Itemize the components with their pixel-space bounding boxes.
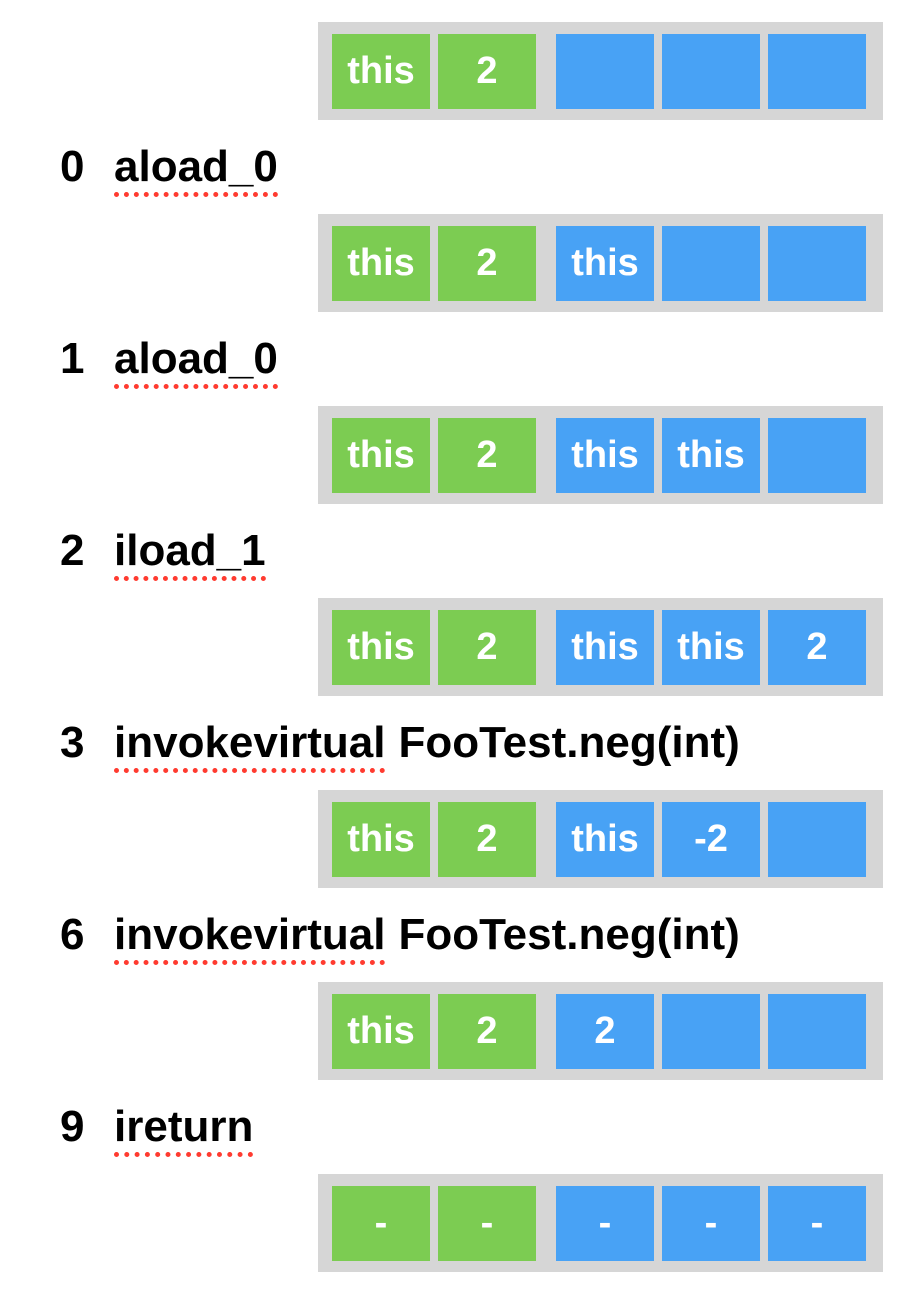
- operand-stack-cell: [768, 417, 866, 493]
- mnemonic: iload_1: [114, 526, 266, 581]
- local-variables-group: this 2: [332, 417, 536, 493]
- operand-stack-cell: [662, 993, 760, 1069]
- local-var-cell: -: [332, 1185, 430, 1261]
- local-var-cell: 2: [438, 225, 536, 301]
- operand-stack-group: this this: [556, 417, 866, 493]
- operand-stack-cell: this: [662, 417, 760, 493]
- operand: FooTest.neg(int): [398, 910, 740, 959]
- operand-stack-cell: this: [556, 417, 654, 493]
- local-variables-group: this 2: [332, 33, 536, 109]
- operand-stack-cell: [556, 33, 654, 109]
- operand-stack-group: this -2: [556, 801, 866, 877]
- instruction-line: 9 ireturn: [60, 1102, 908, 1157]
- stack-frame-bar-2: this 2 this this: [318, 406, 883, 504]
- bytecode-offset: 0: [60, 142, 85, 191]
- stack-frame-bar-4: this 2 this -2: [318, 790, 883, 888]
- operand-stack-cell: [768, 993, 866, 1069]
- operand-stack-group: [556, 33, 866, 109]
- mnemonic: invokevirtual: [114, 718, 386, 773]
- local-var-cell: this: [332, 609, 430, 685]
- local-var-cell: this: [332, 225, 430, 301]
- operand-stack-cell: [662, 33, 760, 109]
- mnemonic: aload_0: [114, 142, 278, 197]
- local-var-cell: this: [332, 33, 430, 109]
- stack-frame-bar-0: this 2: [318, 22, 883, 120]
- mnemonic: ireturn: [114, 1102, 254, 1157]
- bytecode-offset: 3: [60, 718, 85, 767]
- operand-stack-cell: 2: [768, 609, 866, 685]
- local-variables-group: this 2: [332, 801, 536, 877]
- operand-stack-cell: this: [556, 801, 654, 877]
- mnemonic: aload_0: [114, 334, 278, 389]
- local-var-cell: 2: [438, 609, 536, 685]
- instruction-line: 2 iload_1: [60, 526, 908, 581]
- local-variables-group: - -: [332, 1185, 536, 1261]
- local-var-cell: this: [332, 417, 430, 493]
- operand-stack-cell: [662, 225, 760, 301]
- operand-stack-group: 2: [556, 993, 866, 1069]
- operand-stack-cell: -: [556, 1185, 654, 1261]
- stack-frame-bar-1: this 2 this: [318, 214, 883, 312]
- bytecode-offset: 6: [60, 910, 85, 959]
- mnemonic: invokevirtual: [114, 910, 386, 965]
- operand-stack-cell: this: [556, 609, 654, 685]
- operand-stack-cell: -: [768, 1185, 866, 1261]
- operand: FooTest.neg(int): [398, 718, 740, 767]
- operand-stack-cell: -: [662, 1185, 760, 1261]
- operand-stack-group: this: [556, 225, 866, 301]
- bytecode-offset: 1: [60, 334, 85, 383]
- instruction-line: 1 aload_0: [60, 334, 908, 389]
- operand-stack-cell: 2: [556, 993, 654, 1069]
- local-variables-group: this 2: [332, 993, 536, 1069]
- local-var-cell: 2: [438, 801, 536, 877]
- operand-stack-cell: [768, 33, 866, 109]
- local-var-cell: 2: [438, 993, 536, 1069]
- operand-stack-cell: [768, 225, 866, 301]
- operand-stack-cell: [768, 801, 866, 877]
- operand-stack-group: this this 2: [556, 609, 866, 685]
- stack-frame-bar-5: this 2 2: [318, 982, 883, 1080]
- local-var-cell: this: [332, 801, 430, 877]
- local-var-cell: 2: [438, 417, 536, 493]
- bytecode-offset: 2: [60, 526, 85, 575]
- instruction-line: 0 aload_0: [60, 142, 908, 197]
- local-var-cell: -: [438, 1185, 536, 1261]
- operand-stack-cell: this: [556, 225, 654, 301]
- local-var-cell: this: [332, 993, 430, 1069]
- stack-frame-bar-6: - - - - -: [318, 1174, 883, 1272]
- operand-stack-cell: -2: [662, 801, 760, 877]
- bytecode-offset: 9: [60, 1102, 85, 1151]
- local-var-cell: 2: [438, 33, 536, 109]
- stack-frame-bar-3: this 2 this this 2: [318, 598, 883, 696]
- operand-stack-cell: this: [662, 609, 760, 685]
- operand-stack-group: - - -: [556, 1185, 866, 1261]
- local-variables-group: this 2: [332, 609, 536, 685]
- local-variables-group: this 2: [332, 225, 536, 301]
